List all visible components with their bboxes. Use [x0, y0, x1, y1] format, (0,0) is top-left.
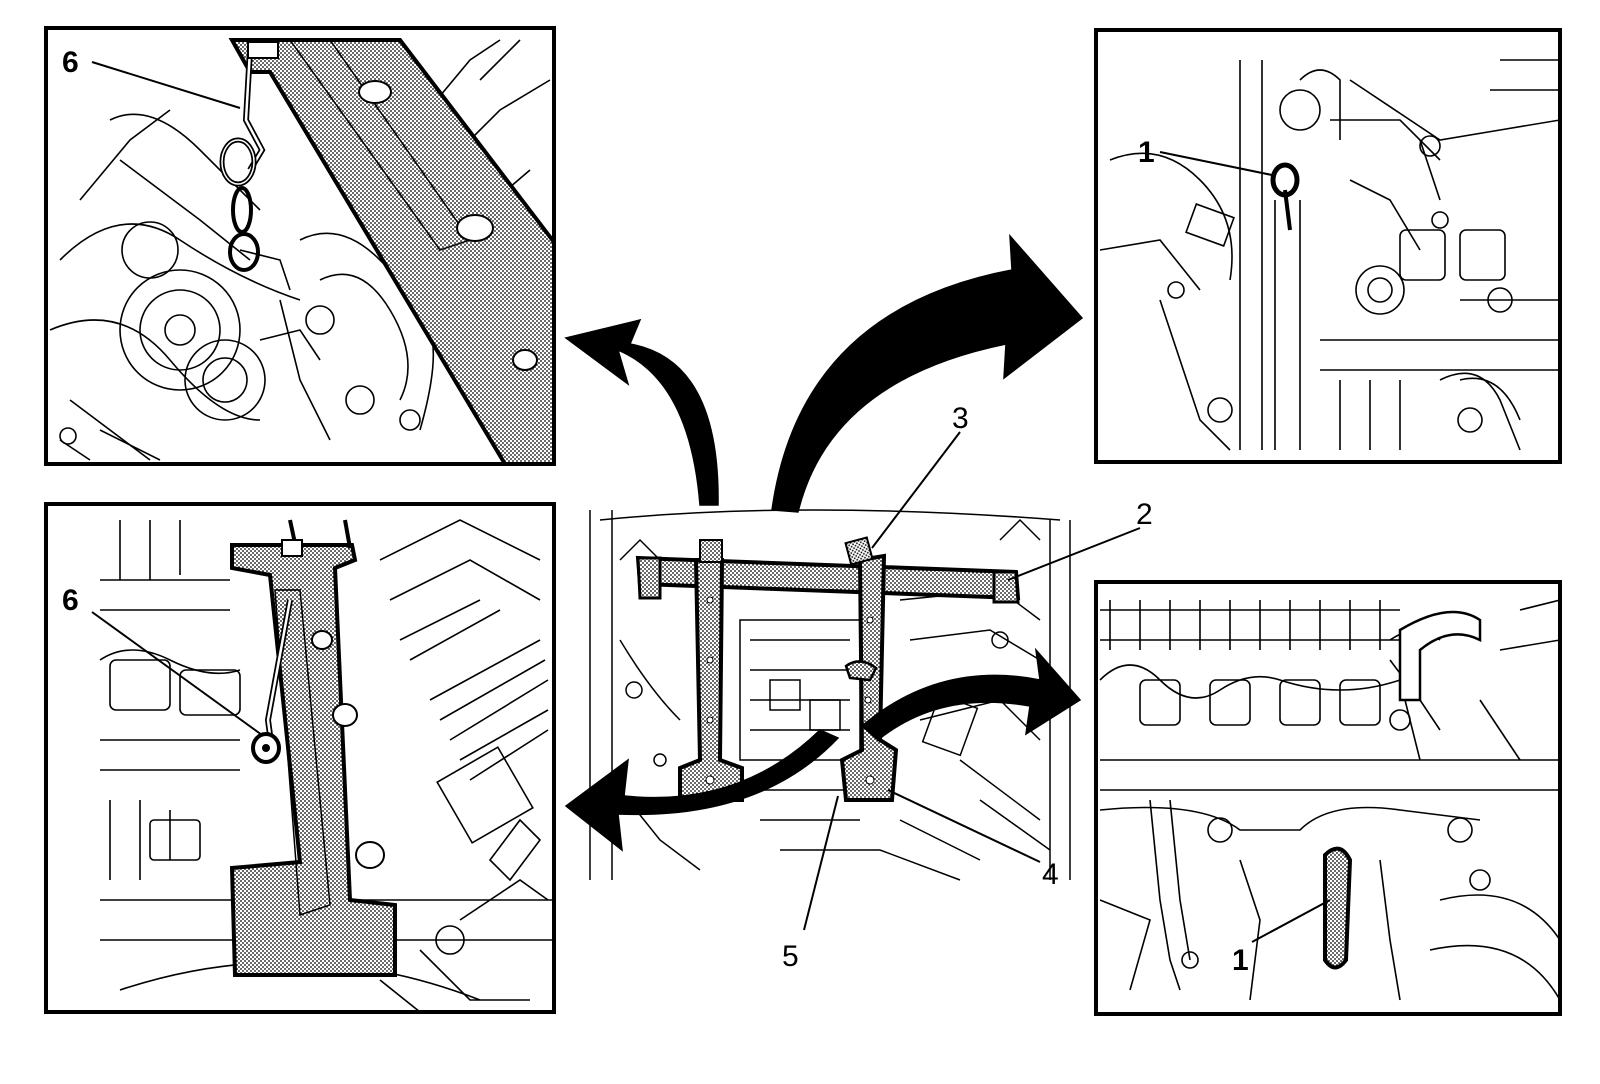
detail-panel-bottom-right: 1	[1094, 580, 1562, 1016]
arrow-to-bottom-right-panel	[860, 647, 1082, 741]
detail-panel-top-left: 6	[44, 26, 556, 466]
callout-5: 5	[782, 940, 799, 973]
callout-6-top: 6	[62, 46, 79, 79]
callout-3: 3	[952, 402, 969, 435]
center-overview: 3 2 4 5	[589, 402, 1153, 973]
callout-2: 2	[1136, 498, 1153, 531]
arrow-to-top-right-panel	[771, 233, 1084, 513]
callout-1-top: 1	[1138, 136, 1155, 169]
detail-panel-top-right: 1	[1094, 28, 1562, 464]
callout-1-bottom: 1	[1232, 944, 1249, 977]
callout-6-bottom: 6	[62, 584, 79, 617]
detail-panel-bottom-left: 6	[44, 502, 556, 1014]
arrow-to-bottom-left-panel	[564, 729, 840, 852]
arrow-to-top-left-panel	[564, 318, 719, 506]
callout-4: 4	[1042, 858, 1059, 891]
